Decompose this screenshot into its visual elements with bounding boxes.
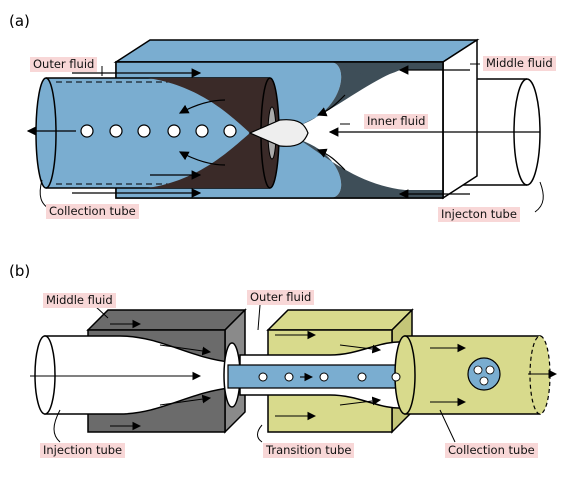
panel-a-label-outer-fluid: Outer fluid [30, 57, 98, 72]
panel-a-tag: (a) [9, 12, 30, 30]
panel-b-droplets [258, 372, 401, 382]
panel-b-tag: (b) [9, 262, 31, 280]
panel-a-label-injection-tube: Injecton tube [438, 207, 520, 222]
panel-a-label-collection-tube: Collection tube [46, 204, 139, 219]
panel-b-label-injection-tube: Injection tube [40, 443, 126, 458]
panel-b-label-transition-tube: Transition tube [263, 443, 355, 458]
panel-a-device [26, 38, 544, 213]
panel-b-label-middle-fluid: Middle fluid [43, 293, 116, 308]
panel-a-collection-tube [35, 77, 280, 189]
panel-a-flow-arrows [26, 65, 540, 199]
panel-a-droplets [80, 124, 237, 138]
panel-a-label-middle-fluid: Middle fluid [483, 56, 556, 71]
panel-a-inner-fluid-tip [248, 119, 309, 147]
panel-b-device [30, 304, 558, 443]
panel-b-flow-arrows [30, 319, 558, 431]
panel-b-collection-tube [394, 335, 551, 415]
panel-a-label-inner-fluid: Inner fluid [364, 114, 429, 129]
panel-b-label-outer-fluid: Outer fluid [247, 290, 315, 305]
panel-b-leader-lines [53, 304, 456, 443]
panel-b-label-collection-tube: Collection tube [445, 443, 538, 458]
